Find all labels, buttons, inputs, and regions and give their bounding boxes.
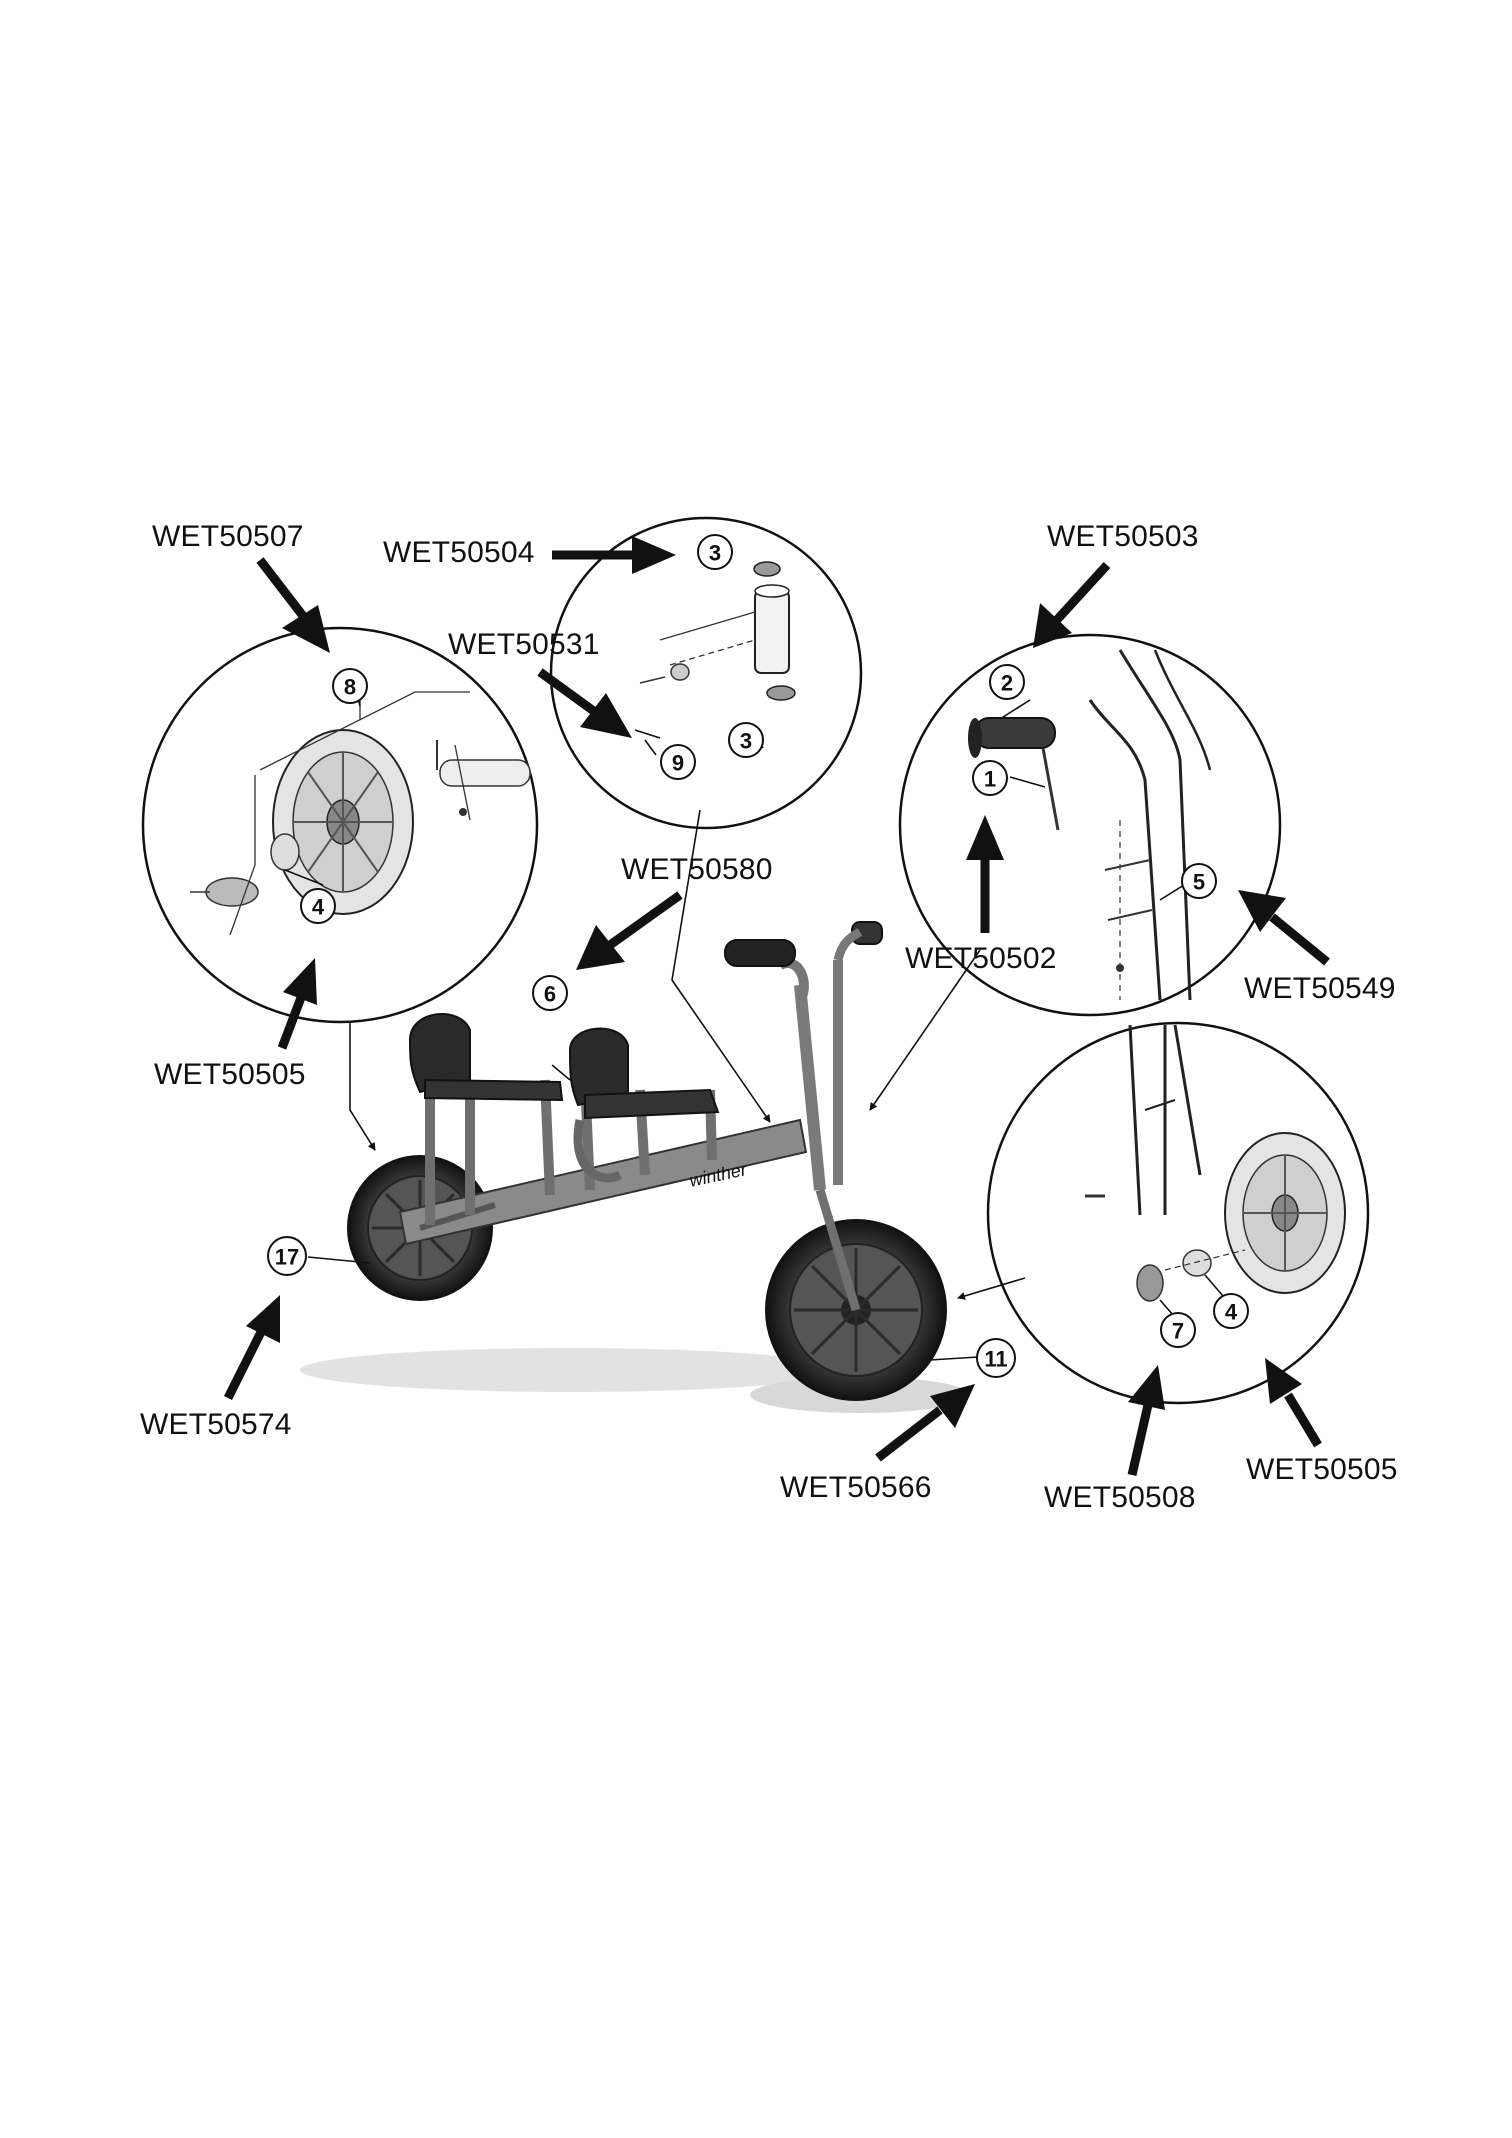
part-number-11: 11 [976,1338,1016,1378]
part-number-3-top: 3 [697,534,733,570]
svg-text:5: 5 [1193,870,1205,895]
leader-lines [284,689,1236,1361]
part-number-8: 8 [332,668,368,704]
detail-circle-handlebar [898,633,1282,1017]
part-number-2: 2 [989,664,1025,700]
detail-circle-front-fork [986,1021,1370,1405]
part-number-5: 5 [1181,863,1217,899]
svg-text:6: 6 [544,982,556,1007]
svg-text:17: 17 [275,1245,299,1270]
callout-wet50531: WET50531 [448,628,600,661]
svg-text:3: 3 [740,729,752,754]
callout-wet50574: WET50574 [140,1408,292,1441]
callout-arrows [223,536,1330,1477]
detail-circle-rear-wheel [141,626,539,1024]
detail-circle-head-tube [549,516,863,830]
callout-wet50504: WET50504 [383,536,535,569]
part-number-6: 6 [532,975,568,1011]
callout-wet50566: WET50566 [780,1471,932,1504]
callout-wet50580: WET50580 [621,853,773,886]
svg-text:4: 4 [1225,1300,1238,1325]
part-number-7: 7 [1160,1312,1196,1348]
part-number-17: 17 [267,1236,307,1276]
callout-wet50502: WET50502 [905,942,1057,975]
svg-text:3: 3 [709,541,721,566]
svg-text:9: 9 [672,751,684,776]
callout-wet50508: WET50508 [1044,1481,1196,1514]
part-number-9: 9 [660,744,696,780]
callout-wet50507: WET50507 [152,520,304,553]
callout-wet50505-left: WET50505 [154,1058,306,1091]
part-number-1: 1 [972,760,1008,796]
svg-text:1: 1 [984,767,996,792]
svg-text:11: 11 [984,1347,1007,1372]
callout-wet50503: WET50503 [1047,520,1199,553]
callout-wet50505-right: WET50505 [1246,1453,1398,1486]
part-number-3-bottom: 3 [728,722,764,758]
part-number-4-left: 4 [300,888,336,924]
tandem-bike-illustration: winther [300,921,970,1413]
part-number-4-right: 4 [1213,1293,1249,1329]
svg-text:7: 7 [1172,1319,1184,1344]
svg-text:8: 8 [344,675,356,700]
svg-text:4: 4 [312,895,325,920]
svg-text:2: 2 [1001,671,1013,696]
callout-wet50549: WET50549 [1244,972,1396,1005]
